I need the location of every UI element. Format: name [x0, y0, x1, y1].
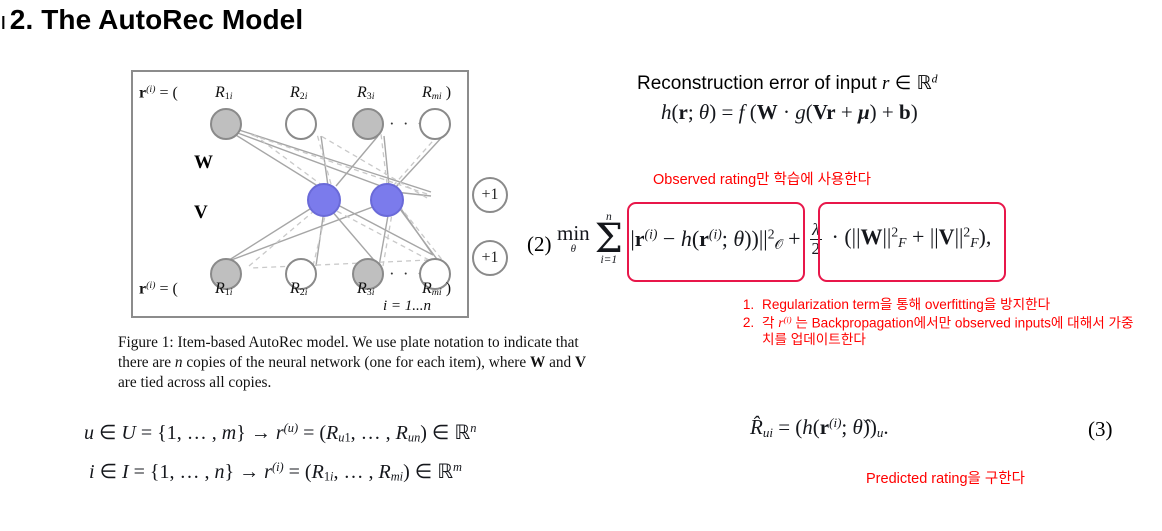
equation-h: h(r; θ) = f (W · g(Vr + μ) + b)	[661, 100, 918, 124]
title-bullet-icon: ı	[0, 8, 7, 35]
input-node-1	[210, 258, 242, 290]
equation-item-vector: i ∈ I = {1, … , n} → r(i) = (R1i, … , Rm…	[89, 459, 462, 484]
equation-2-plus: +	[788, 226, 801, 252]
output-label-R3i: R3i	[357, 84, 375, 103]
output-label-Rmi: Rmi )	[422, 84, 452, 103]
autorec-figure: r(i) = ( R1i R2i R3i Rmi ) · · · W V · ·…	[131, 70, 508, 320]
equation-3-number: (3)	[1088, 417, 1113, 441]
input-row-label: r(i) = (	[139, 280, 178, 298]
output-label-R1i: R1i	[215, 84, 233, 103]
title-text: 2. The AutoRec Model	[9, 4, 304, 35]
annotation-predicted-rating: Predicted rating을 구한다	[866, 471, 1025, 487]
annotation-note-1-text: Regularization term을 통해 overfitting을 방지한…	[762, 297, 1051, 312]
annotation-observed-rating: Observed rating만 학습에 사용한다	[653, 172, 871, 188]
equation-user-vector: u ∈ U = {1, … , m} → r(u) = (Ru1, … , Ru…	[84, 420, 477, 445]
reconstruction-error-label: Reconstruction error of input r ∈ ℝd	[637, 72, 938, 94]
hidden-node-2	[370, 183, 404, 217]
equation-3: R̂ui = (h(r(i); θ̂))u.	[750, 415, 889, 441]
output-row-ellipsis-icon: · · ·	[389, 114, 425, 133]
equation-2-number: (2)	[527, 232, 552, 256]
note-2-symbol: r(i)	[778, 314, 792, 331]
figure-caption: Figure 1: Item-based AutoRec model. We u…	[118, 334, 587, 391]
input-label-R1i: R1i	[215, 280, 233, 299]
input-node-2	[285, 258, 317, 290]
weight-label-W: W	[194, 152, 213, 173]
equation-2-term-reconstruction: ||r(i) − h(r(i); θ))||2𝒪	[625, 225, 784, 253]
bias-node-output: +1	[472, 240, 508, 276]
annotation-notes-list: Regularization term을 통해 overfitting을 방지한…	[736, 297, 1136, 349]
input-label-R3i: R3i	[357, 280, 375, 299]
bias-node-hidden-label: +1	[481, 186, 499, 203]
bias-node-output-label: +1	[481, 249, 499, 266]
output-node-2	[285, 108, 317, 140]
hidden-node-1	[307, 183, 341, 217]
bias-node-hidden: +1	[472, 177, 508, 213]
annotation-note-1: Regularization term을 통해 overfitting을 방지한…	[758, 297, 1136, 314]
input-label-R2i: R2i	[290, 280, 308, 299]
input-label-Rmi: Rmi )	[422, 280, 452, 299]
output-label-R2i: R2i	[290, 84, 308, 103]
output-node-m	[419, 108, 451, 140]
input-node-m	[419, 258, 451, 290]
output-node-1	[210, 108, 242, 140]
output-row-label: r(i) = (	[139, 84, 178, 102]
weight-label-V: V	[194, 202, 208, 223]
annotation-note-2: 각 r(i) 는 Backpropagation에서만 observed inp…	[758, 315, 1136, 349]
input-row-ellipsis-icon: · · ·	[389, 264, 425, 283]
network-edges	[225, 129, 448, 269]
input-node-3	[352, 258, 384, 290]
plate-index-label: i = 1...n	[383, 298, 432, 314]
output-node-3	[352, 108, 384, 140]
